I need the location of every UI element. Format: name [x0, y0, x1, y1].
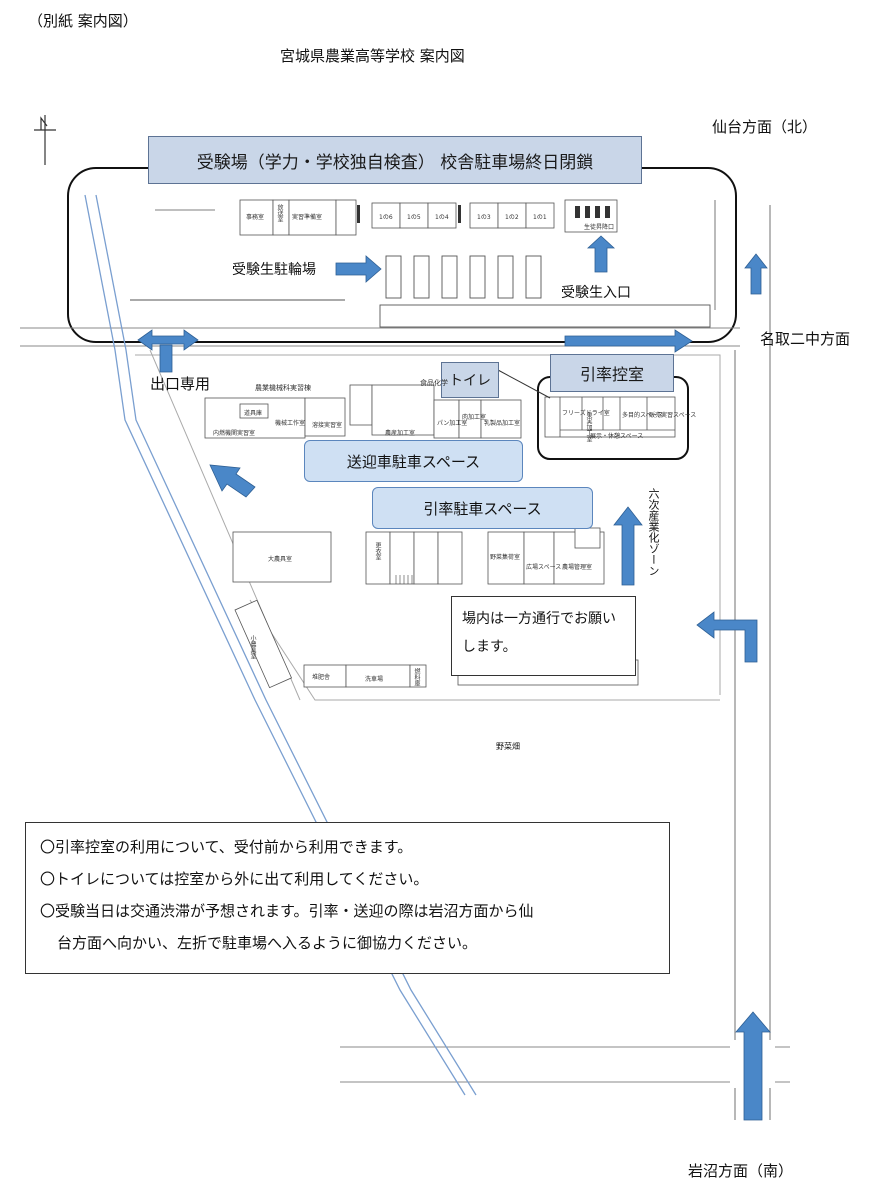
note-line: 〇受験当日は交通渋滞が予想されます。引率・送迎の際は岩沼方面から仙 — [40, 902, 534, 920]
arrow-north-top — [744, 253, 768, 295]
room-1-6: 1の6 — [379, 214, 393, 221]
arrow-exit-down — [159, 344, 173, 373]
direction-north: 仙台方面（北） — [712, 118, 818, 136]
room-1-5: 1の5 — [407, 214, 421, 221]
note-line: 〇トイレについては控室から外に出て利用してください。 — [40, 870, 429, 888]
arrow-east-road — [564, 329, 693, 353]
note-line: 〇引率控室の利用について、受付前から利用できます。 — [40, 838, 413, 856]
traffic-arrows — [137, 235, 771, 1121]
small-tools-label: 小農具室 — [249, 635, 256, 659]
canal-lines — [84, 194, 477, 1096]
sales-space-label: 販売実習スペース — [649, 412, 697, 419]
welding-room-label: 溶接実習室 — [312, 422, 343, 429]
machine-shop-label: 機械工作室 — [275, 420, 306, 427]
fruit-proc-label: 果実加工室 — [585, 412, 592, 442]
large-tools-label: 大農具室 — [268, 556, 293, 563]
room-1-2: 1の2 — [505, 214, 519, 221]
arrow-to-bike-parking — [335, 255, 382, 283]
direction-south: 岩沼方面（南） — [688, 1162, 794, 1180]
farm-mgmt-label: 農場管理室 — [562, 564, 593, 571]
prep-room: 実習準備室 — [292, 214, 323, 221]
bike-parking-label: 受験生駐輪場 — [232, 262, 316, 278]
office-room: 事務室 — [246, 214, 265, 221]
pickup-parking-area: 送迎車駐車スペース — [304, 440, 523, 482]
arrow-up-zone — [613, 506, 643, 586]
machinery-building-label: 農業機械科実習棟 — [255, 384, 311, 392]
arrow-exit-double — [137, 329, 199, 351]
toilet-label: トイレ — [441, 362, 499, 398]
fuel-label: 燃料庫 — [413, 668, 420, 686]
changing-room-label: 更衣室 — [374, 542, 381, 560]
waiting-room-label: 引率控室 — [550, 354, 674, 392]
arrow-northwest — [209, 464, 256, 498]
direction-east: 名取二中方面 — [760, 330, 851, 348]
escort-parking-area: 引率駐車スペース — [372, 487, 593, 529]
dairy-room-label: 乳製品加工室 — [484, 420, 521, 427]
arrow-north-bottom — [735, 1011, 771, 1121]
one-way-note: 場内は一方通行でお願いします。 — [451, 596, 636, 676]
arrow-left-turn — [696, 611, 758, 663]
room-1-1: 1の1 — [533, 214, 547, 221]
notes-box: 〇引率控室の利用について、受付前から利用できます。 〇トイレについては控室から外… — [25, 822, 670, 974]
attachment-label: （別紙 案内図） — [28, 12, 138, 30]
agri-processing-label: 農産加工室 — [385, 430, 416, 437]
note-line: 台方面へ向かい、左折で駐車場へ入るように御協力ください。 — [57, 934, 478, 952]
washing-label: 洗車場 — [365, 676, 384, 683]
free-dry-label: フリーズドライ室 — [562, 410, 610, 417]
page-title: 宮城県農業高等学校 案内図 — [280, 47, 465, 65]
exam-zone-banner: 受験場（学力・学校独自検査） 校舎駐車場終日閉鎖 — [148, 136, 642, 184]
room-1-4: 1の4 — [435, 214, 449, 221]
arrow-to-entrance — [586, 235, 616, 273]
vegetable-collect-label: 野菜集荷室 — [490, 554, 521, 561]
bread-room-label: パン加工室 — [437, 420, 468, 427]
multi-purpose-label: 多目的スペース — [622, 412, 664, 419]
meat-room-label: 肉加工室 — [462, 414, 487, 421]
sixth-industry-zone-label: 六次産業化ゾーン — [647, 488, 660, 576]
north-compass-icon — [34, 115, 56, 165]
compost-label: 堆肥舎 — [312, 674, 331, 681]
vegetable-field-label: 野菜畑 — [496, 742, 520, 751]
entrance-label: 受験生入口 — [561, 285, 631, 301]
room-1-3: 1の3 — [477, 214, 491, 221]
entrance-door-label: 生徒昇降口 — [584, 224, 615, 231]
exhibit-space-label: 展示・休憩スペース — [590, 433, 644, 440]
engine-room-label: 内燃機関実習室 — [213, 430, 256, 437]
exit-only-label: 出口専用 — [150, 375, 211, 393]
food-building-label: 食品化学 — [420, 379, 448, 387]
broadcast-room: 放送室 — [276, 204, 283, 222]
rest-space-label: 広場スペース — [526, 564, 562, 571]
tool-storage-label: 道具庫 — [244, 410, 263, 417]
